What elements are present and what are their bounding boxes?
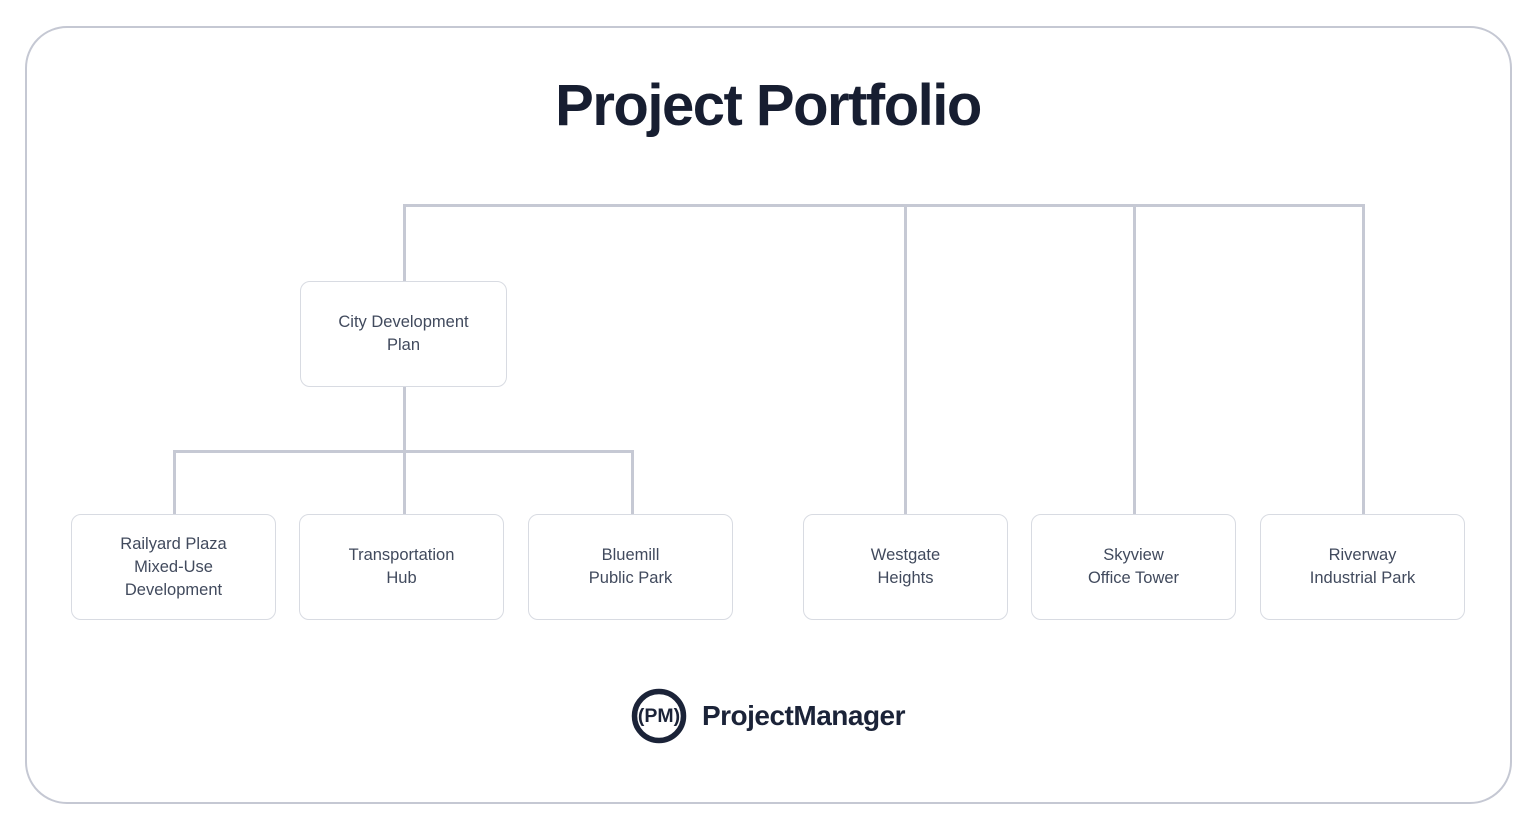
node-transportation-hub: Transportation Hub	[299, 514, 504, 620]
connector-top-bracket	[403, 204, 1365, 207]
logo-monogram: (PM)	[638, 705, 680, 727]
connector-cdp-top	[403, 204, 406, 282]
node-skyview-office-tower: Skyview Office Tower	[1031, 514, 1236, 620]
brand-name: ProjectManager	[701, 700, 906, 731]
node-westgate-heights: Westgate Heights	[803, 514, 1008, 620]
node-riverway-industrial-park: Riverway Industrial Park	[1260, 514, 1465, 620]
connector-skyview-drop	[1133, 204, 1136, 515]
brand-footer: (PM) ProjectManager	[0, 688, 1536, 744]
connector-riverway-drop	[1362, 204, 1365, 515]
connector-cdp-bottom	[403, 387, 406, 451]
node-bluemill-public-park: Bluemill Public Park	[528, 514, 733, 620]
projectmanager-logo-icon: (PM)	[631, 688, 687, 744]
outer-frame	[25, 26, 1512, 804]
connector-bluemill-drop	[631, 450, 634, 515]
node-railyard-plaza: Railyard Plaza Mixed-Use Development	[71, 514, 276, 620]
page-title: Project Portfolio	[555, 73, 982, 138]
connector-transport-drop	[403, 450, 406, 515]
connector-railyard-drop	[173, 450, 176, 515]
node-city-development-plan: City Development Plan	[300, 281, 507, 387]
connector-westgate-drop	[904, 204, 907, 515]
